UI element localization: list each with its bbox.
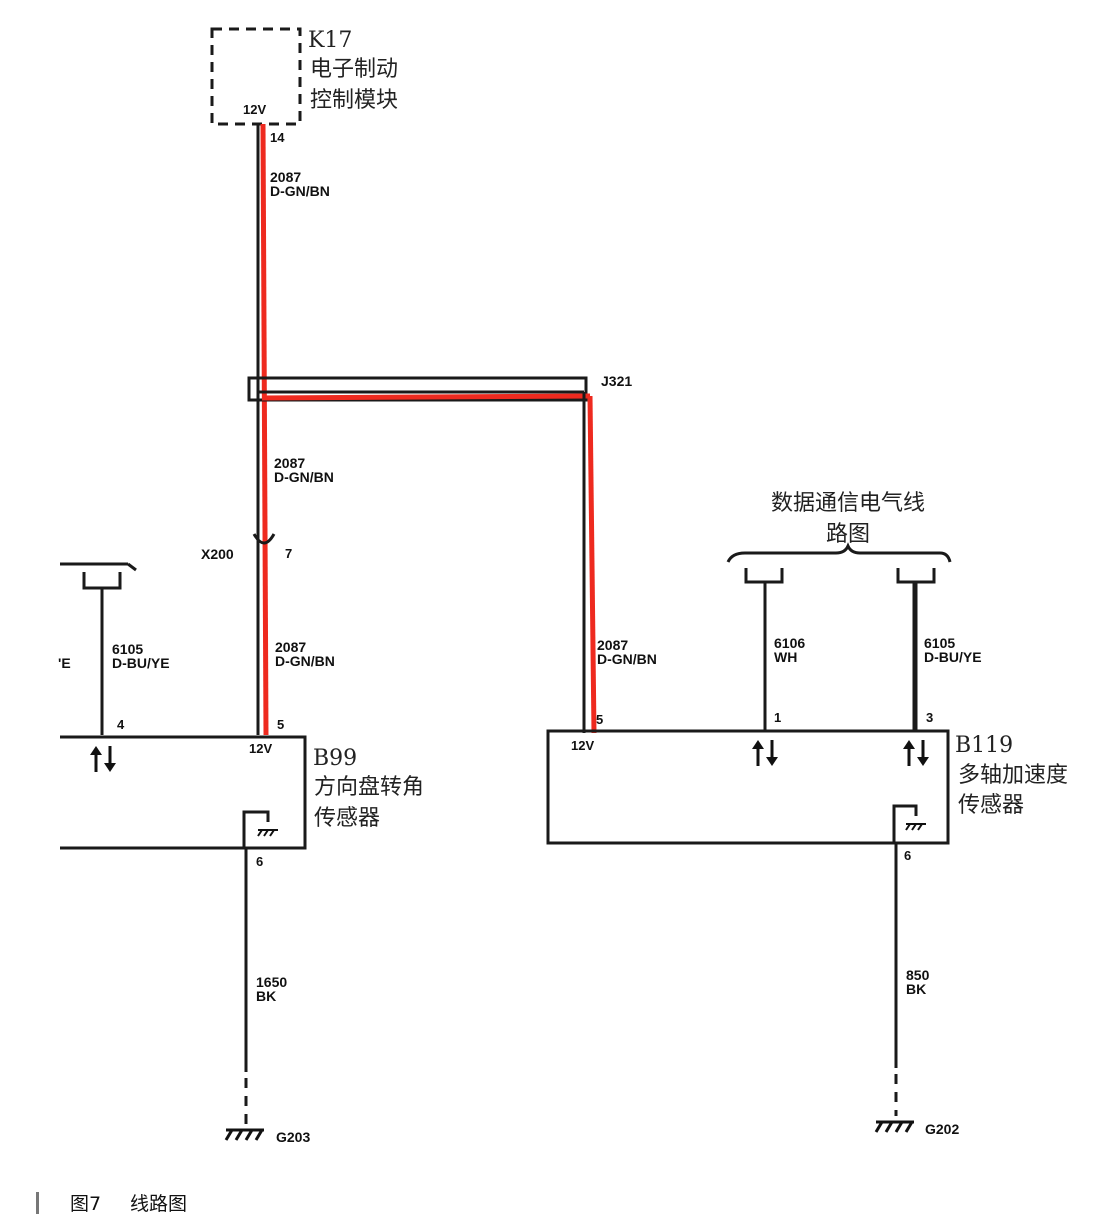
b99-name-line1: 方向盘转角 bbox=[314, 775, 424, 800]
b99-name-line2: 传感器 bbox=[314, 806, 380, 831]
right-data-circuit: 6105 bbox=[924, 635, 955, 651]
x200-connector-symbol bbox=[252, 533, 276, 545]
b119-name-line2: 传感器 bbox=[958, 793, 1024, 818]
g203-ground-icon bbox=[224, 1128, 264, 1141]
caption-marker bbox=[36, 1192, 39, 1214]
mid-wire-circuit: 2087 bbox=[274, 455, 305, 471]
left-data-color: D-BU/YE bbox=[112, 655, 170, 671]
x200-pin: 7 bbox=[285, 546, 292, 561]
left-data-connector-symbol bbox=[82, 572, 122, 590]
k17-voltage: 12V bbox=[243, 102, 266, 117]
b119-internal-ground-icon bbox=[905, 823, 926, 831]
j321-bar-red bbox=[261, 393, 591, 401]
wh-wire-circuit: 6106 bbox=[774, 635, 805, 651]
data-ref-brace bbox=[726, 542, 952, 563]
b99-box bbox=[60, 735, 307, 850]
x200-id: X200 bbox=[201, 546, 234, 562]
right-data-connector-symbol bbox=[896, 568, 936, 584]
k17-module: K17 电子制动 控制模块 12V 14 bbox=[210, 27, 398, 145]
b119-internal-ground-lead bbox=[892, 804, 918, 843]
g202-ground-icon bbox=[874, 1120, 914, 1133]
caption-figure-number: 图7 bbox=[70, 1193, 101, 1215]
left-data-clipped-label: 'E bbox=[58, 655, 71, 671]
b99-internal-ground-icon bbox=[257, 829, 278, 837]
j321-splice: J321 bbox=[247, 373, 632, 402]
data-comm-reference: 数据通信电气线 路图 bbox=[726, 491, 952, 563]
b119-pin-power: 5 bbox=[596, 712, 603, 727]
b119-data-arrows-icon bbox=[903, 740, 929, 766]
b99-id: B99 bbox=[313, 746, 357, 771]
top-wire-circuit: 2087 bbox=[270, 169, 301, 185]
b99-pin-data: 4 bbox=[117, 717, 125, 732]
b99-internal-ground-lead bbox=[242, 810, 270, 848]
b119-id: B119 bbox=[955, 733, 1013, 758]
b119-sensor: 5 1 3 12V B119 多轴加速度 传感器 6 bbox=[546, 710, 1068, 863]
b119-pin-wh: 1 bbox=[774, 710, 781, 725]
b119-voltage: 12V bbox=[571, 738, 594, 753]
wh-connector-symbol bbox=[744, 568, 784, 584]
k17-id: K17 bbox=[308, 28, 352, 53]
wire-2087-k17-b99 bbox=[260, 123, 269, 736]
b99-voltage: 12V bbox=[249, 741, 272, 756]
left-data-stub: 6105 D-BU/YE 'E bbox=[58, 562, 170, 735]
b99-wire-circuit: 2087 bbox=[275, 639, 306, 655]
b119-name-line1: 多轴加速度 bbox=[958, 763, 1068, 788]
b99-sensor: 4 5 12V B99 方向盘转角 传感器 6 bbox=[60, 717, 424, 869]
b99-pin-ground: 6 bbox=[256, 854, 263, 869]
k17-pin: 14 bbox=[270, 130, 285, 145]
b119-wire-circuit: 2087 bbox=[597, 637, 628, 653]
k17-name-line1: 电子制动 bbox=[310, 57, 398, 82]
left-data-circuit: 6105 bbox=[112, 641, 143, 657]
k17-name-line2: 控制模块 bbox=[310, 88, 398, 113]
b119-pin-data: 3 bbox=[926, 710, 933, 725]
caption-title: 线路图 bbox=[130, 1193, 187, 1215]
b99-ground-circuit: 1650 bbox=[256, 974, 287, 990]
b99-data-arrows-icon bbox=[90, 746, 116, 772]
wh-wire-color: WH bbox=[774, 649, 797, 665]
x200-connector: X200 7 bbox=[201, 533, 292, 562]
b119-wire-color: D-GN/BN bbox=[597, 651, 657, 667]
left-data-bracket-tip bbox=[127, 562, 137, 572]
figure-caption: 图7 线路图 bbox=[36, 1192, 187, 1215]
right-data-color: D-BU/YE bbox=[924, 649, 982, 665]
wire-2087-j321-b119 bbox=[587, 395, 597, 734]
j321-id: J321 bbox=[601, 373, 632, 389]
k17-dashed-box bbox=[210, 27, 302, 126]
data-ref-line1: 数据通信电气线 bbox=[771, 491, 925, 516]
b99-pin-power: 5 bbox=[277, 717, 284, 732]
b119-ground-color: BK bbox=[906, 981, 926, 997]
b119-box bbox=[546, 729, 950, 845]
g203-label: G203 bbox=[276, 1129, 310, 1145]
b99-ground-color: BK bbox=[256, 988, 276, 1004]
g202-label: G202 bbox=[925, 1121, 959, 1137]
b99-wire-color: D-GN/BN bbox=[275, 653, 335, 669]
b119-ground-circuit: 850 bbox=[906, 967, 930, 983]
top-wire-color: D-GN/BN bbox=[270, 183, 330, 199]
mid-wire-color: D-GN/BN bbox=[274, 469, 334, 485]
b119-wh-arrows-icon bbox=[752, 740, 778, 766]
b119-pin-ground: 6 bbox=[904, 848, 911, 863]
j321-box bbox=[247, 376, 588, 402]
